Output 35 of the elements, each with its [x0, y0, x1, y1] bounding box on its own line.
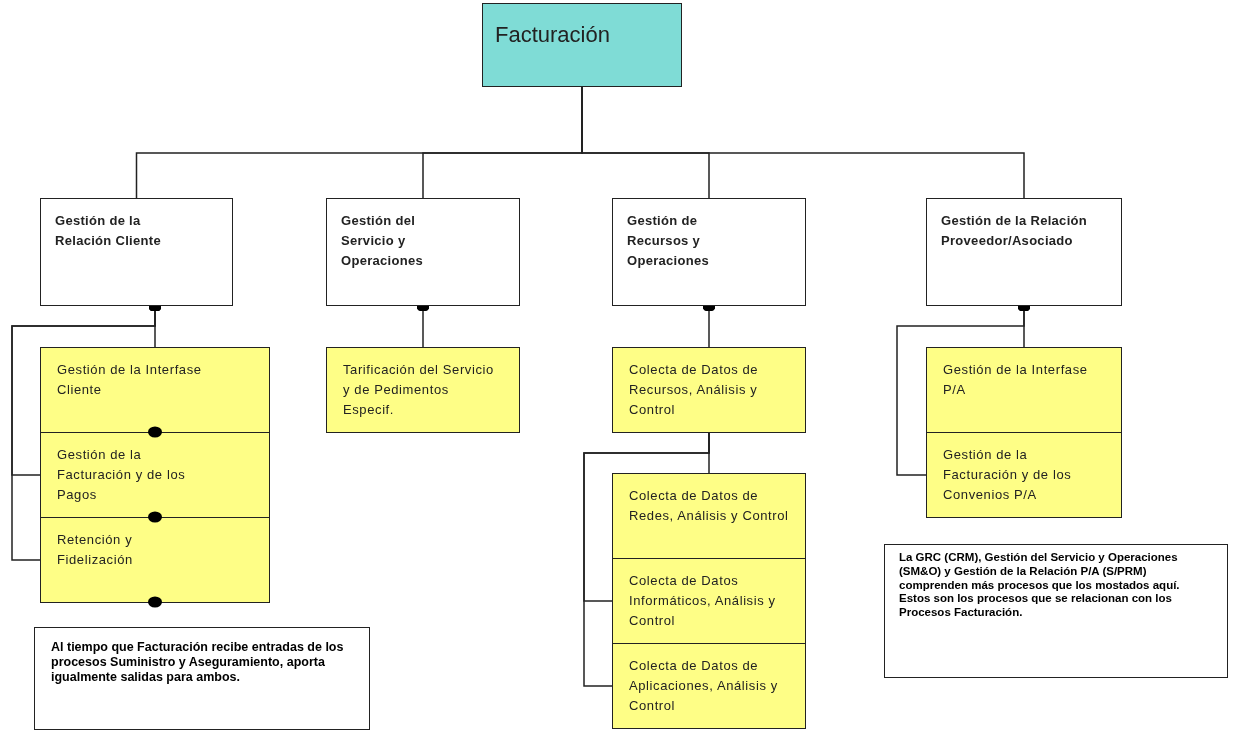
subprocess-box [326, 347, 520, 433]
node-label: Al tiempo que Facturación recibe entradas de los procesos Suministro y Aseguramiento, aporta igualmente salidas para ambos. [51, 640, 345, 685]
note-box [34, 627, 370, 730]
title-box [482, 3, 682, 87]
subprocess-box [612, 473, 806, 559]
node-label: Gestión de la Facturación y de los Pagos [57, 446, 187, 505]
node-label: Colecta de Datos de Recursos, Análisis y Control [629, 361, 760, 420]
subprocess-box [612, 643, 806, 729]
connector-line [583, 432, 710, 687]
node-label: Gestión de la Facturación y de los Convenios P/A [943, 446, 1073, 505]
node-label: Retención y Fidelización [57, 531, 134, 570]
process-box [326, 198, 520, 306]
process-box [612, 198, 806, 306]
process-box [40, 198, 233, 306]
subprocess-box [612, 558, 806, 644]
node-label: La GRC (CRM), Gestión del Servicio y Operaciones (SM&O) y Gestión de la Relación P/A (S/PRM) comprenden más procesos que los mostados aquí. Estos son los procesos que se relacionan con los Procesos Facturación. [899, 551, 1181, 620]
subprocess-box [40, 432, 270, 518]
node-label: Colecta de Datos de Aplicaciones, Análisis y Control [629, 657, 779, 716]
subprocess-box [926, 347, 1122, 433]
node-label: Gestión del Servicio y Operaciones [341, 212, 425, 271]
node-label: Facturación [495, 21, 611, 49]
subprocess-box [40, 347, 270, 433]
node-label: Colecta de Datos de Redes, Análisis y Control [629, 487, 789, 526]
subprocess-box [40, 517, 270, 603]
subprocess-box [612, 347, 806, 433]
node-label: Colecta de Datos Informáticos, Análisis y Control [629, 572, 777, 631]
node-label: Gestión de la Interfase Cliente [57, 361, 203, 400]
subprocess-box [926, 432, 1122, 518]
node-label: Gestión de Recursos y Operaciones [627, 212, 711, 271]
node-label: Gestión de la Interfase P/A [943, 361, 1089, 400]
node-label: Gestión de la Relación Cliente [55, 212, 162, 251]
node-label: Tarificación del Servicio y de Pedimentos Especif. [343, 361, 495, 420]
note-box [884, 544, 1228, 678]
process-box [926, 198, 1122, 306]
node-label: Gestión de la Relación Proveedor/Asociado [941, 212, 1089, 251]
